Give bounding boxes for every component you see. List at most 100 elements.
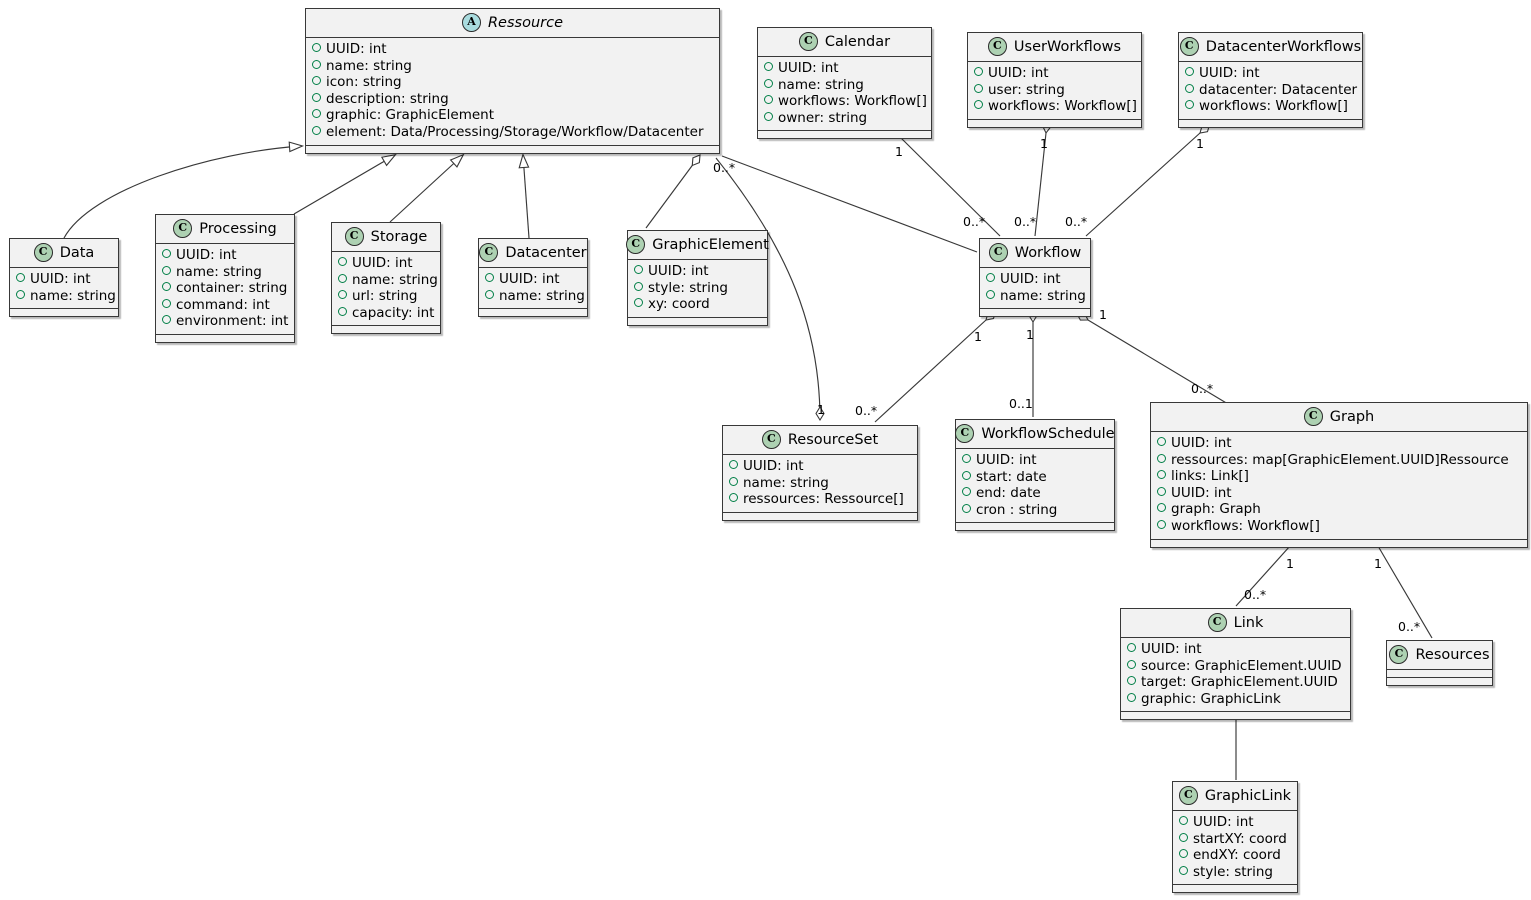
public-visibility-icon <box>764 78 773 88</box>
public-visibility-icon <box>986 273 995 282</box>
public-visibility-icon <box>974 67 983 76</box>
attribute-row: environment: int <box>162 313 288 330</box>
public-visibility-icon <box>1185 67 1194 76</box>
attribute-label: cron : string <box>976 501 1058 518</box>
public-visibility-icon <box>312 92 321 102</box>
attribute-row: name: string <box>312 58 713 75</box>
class-methods-workflow <box>980 309 1090 317</box>
class-name-data: Data <box>59 244 95 261</box>
attribute-label: UUID: int <box>1000 271 1061 287</box>
public-visibility-icon <box>312 125 321 135</box>
class-methods-userworkflows <box>968 119 1141 127</box>
attribute-label: source: GraphicElement.UUID <box>1141 657 1342 674</box>
attribute-label: environment: int <box>176 313 289 330</box>
class-icon: C <box>1303 407 1323 426</box>
attribute-row: name: string <box>485 288 585 305</box>
attribute-label: links: Link[] <box>1171 468 1249 485</box>
attribute-label: start: date <box>976 468 1047 485</box>
attribute-label: workflows: Workflow[] <box>778 93 927 110</box>
public-visibility-icon <box>974 100 983 110</box>
attribute-row: style: string <box>634 280 761 297</box>
public-visibility-icon <box>338 306 347 316</box>
attribute-row: links: Link[] <box>1157 468 1521 485</box>
class-name-graphicelement: GraphicElement <box>652 236 769 253</box>
public-visibility-icon <box>1185 83 1194 93</box>
multiplicity-label: 1 <box>817 402 825 417</box>
attribute-row: icon: string <box>312 74 713 91</box>
multiplicity-label: 1 <box>1026 327 1034 342</box>
attribute-label: name: string <box>499 287 585 304</box>
attribute-label: UUID: int <box>976 452 1037 468</box>
class-methods-data <box>10 309 118 317</box>
class-icon: C <box>988 243 1008 262</box>
multiplicity-label: 1 <box>1286 556 1294 571</box>
public-visibility-icon <box>312 59 321 69</box>
class-methods-resources <box>1387 678 1492 685</box>
public-visibility-icon <box>16 273 25 282</box>
attribute-label: UUID: int <box>778 60 839 76</box>
attribute-label: UUID: int <box>30 271 91 287</box>
attribute-row: name: string <box>729 475 911 492</box>
attribute-row: UUID: int <box>1127 641 1344 658</box>
class-icon: C <box>1207 613 1227 632</box>
class-name-ressource: Ressource <box>487 14 564 31</box>
attribute-row: UUID: int <box>729 458 911 475</box>
public-visibility-icon <box>764 111 773 121</box>
multiplicity-label: 0..* <box>1398 619 1421 634</box>
class-methods-link <box>1121 712 1350 720</box>
attribute-row: workflows: Workflow[] <box>764 93 927 110</box>
attribute-label: element: Data/Processing/Storage/Workflo… <box>326 123 704 140</box>
class-methods-processing <box>156 334 294 342</box>
attribute-label: style: string <box>648 279 728 296</box>
attribute-label: ressources: Ressource[] <box>743 491 904 508</box>
attribute-row: capacity: int <box>338 305 434 322</box>
public-visibility-icon <box>729 460 738 469</box>
public-visibility-icon <box>338 273 347 283</box>
class-name-calendar: Calendar <box>824 33 891 50</box>
public-visibility-icon <box>634 281 643 291</box>
attribute-row: name: string <box>986 288 1086 305</box>
class-icon: C <box>344 227 364 246</box>
public-visibility-icon <box>312 43 321 52</box>
attribute-row: UUID: int <box>16 271 112 288</box>
class-icon: C <box>1389 645 1409 664</box>
public-visibility-icon <box>1157 503 1166 513</box>
multiplicity-label: 0..* <box>963 214 986 229</box>
public-visibility-icon <box>1185 100 1194 110</box>
attribute-label: graph: Graph <box>1171 501 1261 518</box>
attribute-label: UUID: int <box>988 65 1049 81</box>
attribute-row: workflows: Workflow[] <box>974 98 1137 115</box>
class-icon: C <box>479 243 499 262</box>
attribute-row: graph: Graph <box>1157 501 1521 518</box>
attribute-row: end: date <box>962 485 1108 502</box>
attribute-row: UUID: int <box>634 263 761 280</box>
class-attributes-resources <box>1387 670 1492 678</box>
